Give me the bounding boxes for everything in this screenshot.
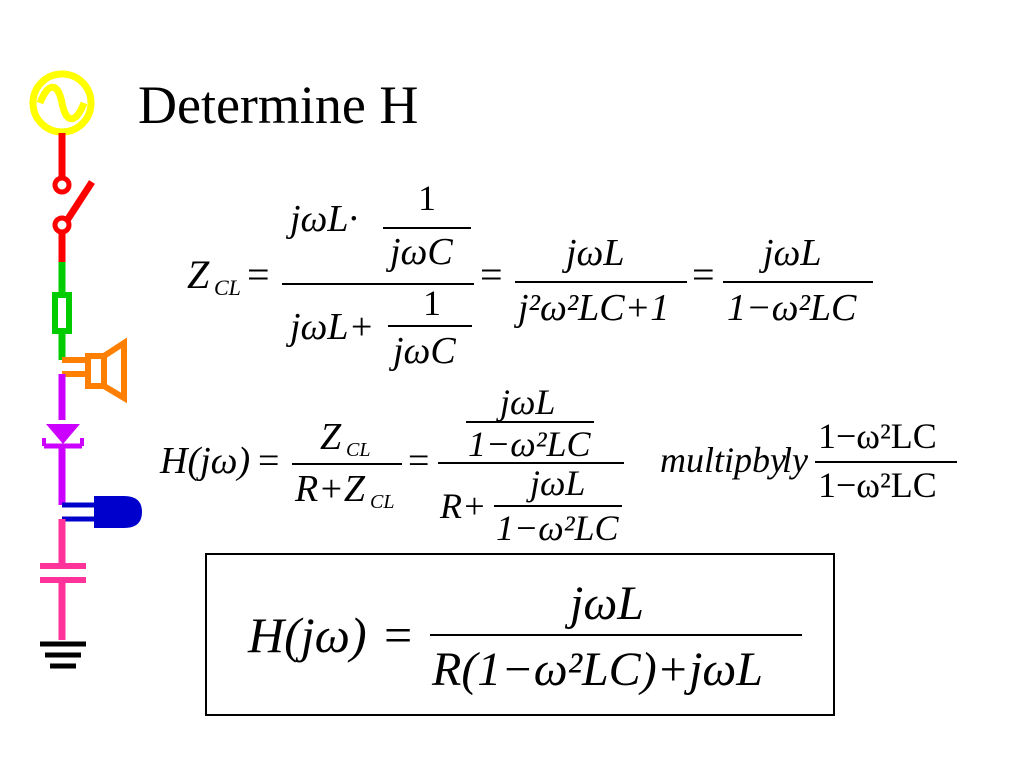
zcl-num-c: jωL [763,232,822,274]
zcl-main-bar-3 [723,281,873,283]
zcl-num-a-small-den: jωC [390,231,453,273]
h-main-bar-b [438,462,624,464]
bulb-icon [62,496,142,528]
zcl-num-a-small-num: 1 [418,178,436,218]
zcl-den-a-small-num: 1 [423,283,441,323]
h-multiply-overlap: ly [782,440,808,480]
h-mult-num: 1−ω²LC [818,416,937,456]
resistor-icon [52,262,72,360]
h-multiply-text: multipby [660,440,786,480]
h-lhs: H(jω) [160,440,251,482]
h-num-a-sub: CL [346,439,371,461]
h-equals-1: = [258,440,280,482]
h-den-b-top: jωL [530,463,586,503]
zcl-small-bar-1 [383,227,471,229]
zcl-main-bar-2 [515,281,687,283]
final-lhs: H(jω) [248,607,367,663]
final-equation-box [205,553,835,716]
switch-icon [52,133,95,262]
h-mult-bar [815,461,957,463]
final-equals: = [384,607,413,663]
final-num: jωL [570,577,644,630]
capacitor-icon [40,519,86,640]
h-equals-2: = [408,440,430,482]
h-den-b-r: R+ [440,486,487,526]
h-mult-den: 1−ω²LC [818,465,937,505]
zcl-main-bar-1 [282,283,474,285]
final-den: R(1−ω²LC)+jωL [432,643,763,696]
zcl-num-b: jωL [566,232,625,274]
h-den-b-bar [494,505,622,507]
slide-title: Determine H [138,75,419,135]
circuit-strip [29,70,142,669]
zcl-den-b: j²ω²LC+1 [518,287,670,329]
h-num-a-z: Z [320,416,342,458]
h-bar-a [292,463,402,465]
zcl-lhs-z: Z [187,252,210,297]
zcl-den-a-small-den: jωC [393,330,456,372]
zcl-den-c: 1−ω²LC [727,287,857,329]
zcl-den-a: jωL+ [290,306,375,348]
h-num-b-bot: 1−ω²LC [468,424,591,464]
h-num-b-top: jωL [500,382,556,422]
h-num-b-bar [466,421,594,423]
h-den-a-r: R+Z [295,468,365,510]
zcl-small-bar-2 [388,325,472,327]
zcl-num-a: jωL· [290,198,359,240]
h-den-a-sub: CL [370,491,395,513]
final-bar [430,634,802,636]
speaker-icon [62,337,127,404]
diode-icon [42,374,84,505]
zcl-equals-1: = [247,252,270,297]
h-den-b-bot: 1−ω²LC [496,508,619,548]
zcl-equals-3: = [692,252,715,297]
zcl-lhs-sub: CL [214,275,241,300]
zcl-equals-2: = [480,252,503,297]
ac-source-icon [29,70,95,136]
ground-icon [40,641,86,669]
